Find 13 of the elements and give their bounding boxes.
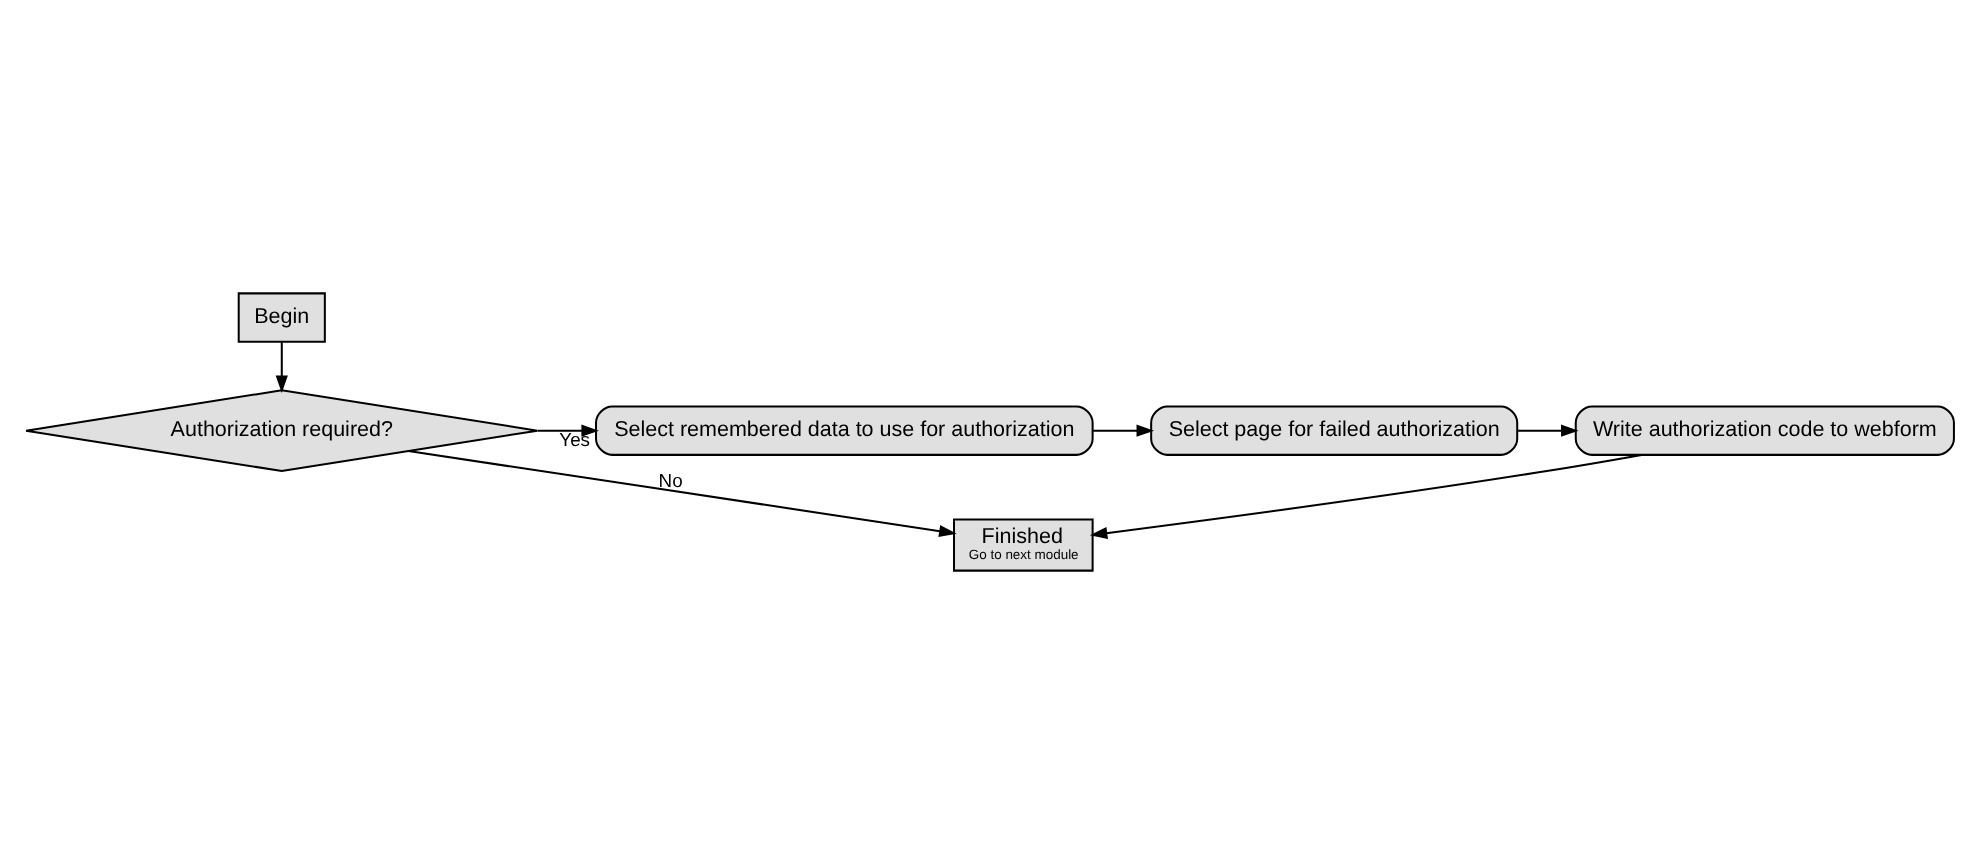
node-diamond: Authorization required? (24, 389, 538, 473)
edge-label: No (657, 469, 682, 492)
arrow (407, 450, 956, 538)
node-box: Select page for failed authorization (1149, 405, 1518, 456)
arrow (536, 424, 598, 437)
node-box: Select remembered data to use for authorization (594, 405, 1093, 456)
arrow (1092, 424, 1154, 437)
arrow (1088, 453, 1641, 540)
edge-label: Yes (558, 427, 590, 450)
node-box: Write authorization code to webform (1573, 405, 1954, 456)
node-box: Begin (236, 292, 325, 343)
arrow (1516, 424, 1578, 437)
arrow (274, 342, 287, 393)
